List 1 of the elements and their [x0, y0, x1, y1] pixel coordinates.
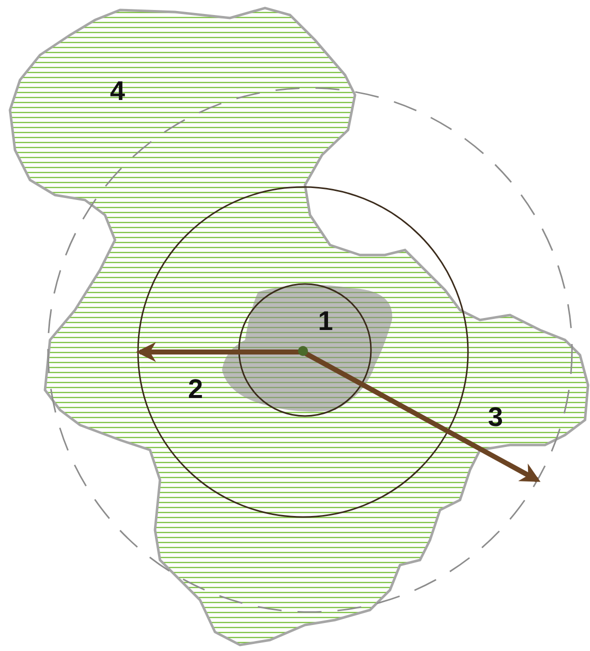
callout-number: 1	[318, 308, 334, 335]
